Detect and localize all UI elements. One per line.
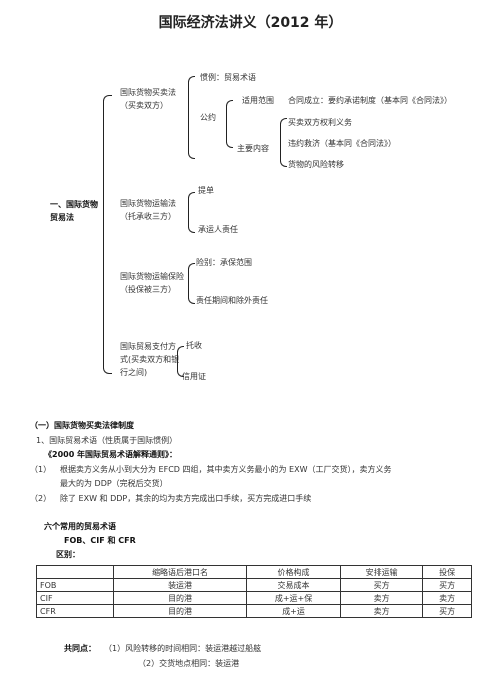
table-header-cell <box>36 565 114 579</box>
table-header-cell: 缩略语后港口名 <box>112 565 248 579</box>
table-row: CFR 目的港 成+运 卖方 买方 <box>36 604 472 618</box>
table-cell: 卖方 <box>422 591 472 605</box>
leaf-rights-obligations: 买卖双方权利义务 <box>288 118 352 127</box>
main-content-label: 主要内容 <box>237 144 269 153</box>
mindmap-root: 一、国际货物贸易法 <box>50 200 98 222</box>
terms-list: FOB、CIF 和 CFR <box>64 536 136 545</box>
table-row: FOB 装运港 交易成本 买方 买方 <box>36 578 472 592</box>
table-cell: 卖方 <box>339 604 424 618</box>
leaf-carrier-liability: 承运人责任 <box>198 225 238 234</box>
main-content-brace-top <box>280 118 287 149</box>
table-header-cell: 投保 <box>422 565 472 579</box>
page-title: 国际经济法讲义（2012 年） <box>158 15 343 31</box>
convention-brace-top <box>226 100 233 118</box>
table-cell: 交易成本 <box>246 578 341 592</box>
main-content-brace-bottom <box>280 148 287 167</box>
branch-sale-label: 国际货物买卖法（买卖双方） <box>120 88 176 110</box>
table-cell: CFR <box>36 604 114 618</box>
difference-label: 区别： <box>56 550 80 559</box>
table-cell: FOB <box>36 578 114 592</box>
table-header-row: 缩略语后港口名 价格构成 安排运输 投保 <box>36 565 472 579</box>
leaf-coverage: 险别：承保范围 <box>196 258 252 267</box>
root-brace-bottom <box>103 229 112 374</box>
table-header-cell: 安排运输 <box>339 565 424 579</box>
table-cell: 目的港 <box>112 604 248 618</box>
six-terms-heading: 六个常用的贸易术语 <box>44 522 116 531</box>
table-cell: 买方 <box>422 578 472 592</box>
leaf-liability-period: 责任期间和除外责任 <box>196 296 268 305</box>
custom-trade-terms: 惯例：贸易术语 <box>200 73 256 82</box>
point-1-number: （1） <box>30 465 52 474</box>
point-1-line-2: 最大的为 DDP（完税后交货） <box>60 479 168 488</box>
incoterms-heading: 《2000 年国际贸易术语解释通则》： <box>44 450 178 459</box>
table-header-cell: 价格构成 <box>246 565 341 579</box>
branch-transport-brace-bottom <box>188 212 195 233</box>
leaf-breach-remedy: 违约救济（基本同《合同法》） <box>288 139 396 148</box>
table-cell: 买方 <box>422 604 472 618</box>
branch-insurance-brace-bottom <box>188 283 195 304</box>
branch-insurance-brace-top <box>188 263 195 284</box>
leaf-letter-of-credit: 信用证 <box>182 372 206 381</box>
root-brace-top <box>103 95 112 230</box>
terms-comparison-table: 缩略语后港口名 价格构成 安排运输 投保 FOB 装运港 交易成本 买方 买方 … <box>36 565 472 618</box>
item-trade-terms: 1、国际贸易术语（性质属于国际惯例） <box>36 436 178 445</box>
leaf-contract-formation: 合同成立：要约承诺制度（基本同《合同法》） <box>288 96 452 105</box>
table-cell: CIF <box>36 591 114 605</box>
branch-transport-brace-top <box>188 192 195 213</box>
leaf-collection: 托收 <box>186 341 202 350</box>
branch-payment-brace-top <box>177 346 184 362</box>
table-cell: 卖方 <box>339 591 424 605</box>
branch-payment-label: 国际贸易支付方式(买卖双方和银行之间) <box>120 342 180 377</box>
convention-brace-bottom <box>226 117 233 148</box>
branch-sale-brace-bottom <box>188 118 195 159</box>
convention-label: 公约 <box>200 113 216 122</box>
branch-payment-brace-bottom <box>177 361 184 377</box>
branch-insurance-label: 国际货物运输保险（投保被三方） <box>120 272 184 294</box>
table-row: CIF 目的港 成+运+保 卖方 卖方 <box>36 591 472 605</box>
table-cell: 成+运 <box>246 604 341 618</box>
point-2-number: （2） <box>30 494 52 503</box>
common-point-1: （1）风险转移的时间相同：装运港越过船舷 <box>104 644 262 653</box>
section-heading: （一）国际货物买卖法律制度 <box>30 421 134 430</box>
table-cell: 装运港 <box>112 578 248 592</box>
branch-transport-label: 国际货物运输法（托承收三方） <box>120 199 176 221</box>
point-1-line-1: 根据卖方义务从小到大分为 EFCD 四组，其中卖方义务最小的为 EXW（工厂交货… <box>60 465 392 474</box>
table-cell: 成+运+保 <box>246 591 341 605</box>
table-cell: 目的港 <box>112 591 248 605</box>
table-cell: 买方 <box>339 578 424 592</box>
leaf-bill-of-lading: 提单 <box>198 186 214 195</box>
common-point-2: （2）交货地点相同：装运港 <box>138 659 240 668</box>
scope-label: 适用范围 <box>242 96 274 105</box>
branch-sale-brace-top <box>188 76 195 119</box>
common-points-label: 共同点： <box>64 644 96 653</box>
leaf-risk-transfer: 货物的风险转移 <box>288 160 344 169</box>
point-2-text: 除了 EXW 和 DDP，其余的均为卖方完成出口手续，买方完成进口手续 <box>60 494 312 503</box>
